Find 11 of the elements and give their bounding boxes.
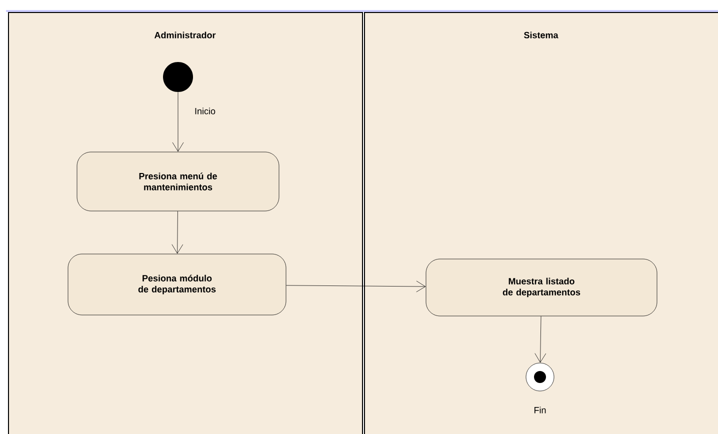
action-box: Presiona menú de mantenimientos [76,152,280,212]
arrow [286,280,426,292]
arrow [534,316,546,363]
end-node [526,362,554,392]
arrow [172,92,184,152]
node-label: Inicio [195,108,216,114]
action-box: Pesiona módulo de departamentos [68,254,286,316]
action-box: Muestra listado de departamentos [426,258,658,316]
node-label: Fin [534,406,546,414]
start-node [163,62,193,92]
arrow [172,211,184,254]
